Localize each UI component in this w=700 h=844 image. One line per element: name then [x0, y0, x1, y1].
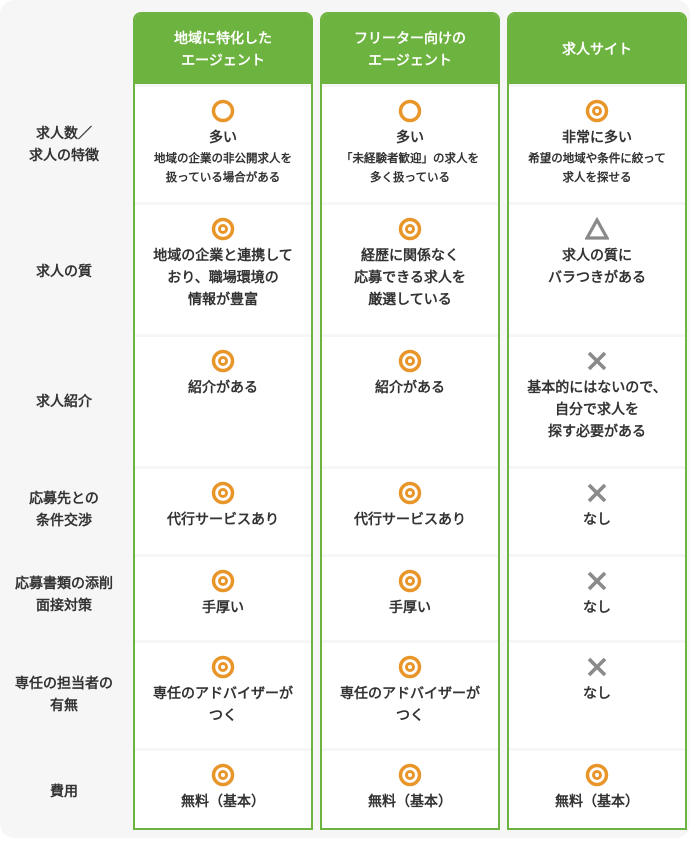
- cell-main-text: 代行サービスあり: [167, 512, 279, 528]
- table-cell: なし: [509, 466, 685, 554]
- comparison-table: 求人数／ 求人の特徴求人の質求人紹介応募先との 条件交渉応募書類の添削 面接対策…: [15, 12, 687, 830]
- double-circle-icon: [211, 481, 235, 505]
- table-cell: 紹介がある: [322, 334, 498, 466]
- cell-main-text: 地域の企業と連携して おり、職場環境の 情報が豊富: [153, 248, 293, 308]
- cell-main-text: 紹介がある: [375, 380, 445, 396]
- row-label: 求人数／ 求人の特徴: [29, 126, 99, 164]
- double-circle-icon: [211, 217, 235, 241]
- row-label: 求人紹介: [36, 394, 92, 410]
- double-circle-icon: [585, 99, 609, 123]
- cell-main-text: 多い: [209, 130, 237, 146]
- cell-main-text: 求人の質に バラつきがある: [548, 248, 646, 286]
- cell-sub-text: 希望の地域や条件に絞って 求人を探せる: [528, 151, 666, 184]
- cross-icon: [585, 349, 609, 373]
- double-circle-icon: [211, 349, 235, 373]
- double-circle-icon: [398, 763, 422, 787]
- cell-main-text: 専任のアドバイザーが つく: [340, 686, 480, 724]
- row-label: 専任の担当者の 有無: [15, 676, 113, 714]
- cell-main-text: 専任のアドバイザーが つく: [153, 686, 293, 724]
- column-header: 地域に特化した エージェント: [135, 14, 311, 86]
- column-2: フリーター向けの エージェント多い「未経験者歓迎」の求人を 多く扱っている経歴に…: [320, 12, 500, 830]
- column-1: 地域に特化した エージェント多い地域の企業の非公開求人を 扱っている場合がある地…: [133, 12, 313, 830]
- table-cell: 専任のアドバイザーが つく: [322, 640, 498, 748]
- table-cell: なし: [509, 554, 685, 640]
- table-cell: 手厚い: [135, 554, 311, 640]
- double-circle-icon: [211, 569, 235, 593]
- table-cell: 多い地域の企業の非公開求人を 扱っている場合がある: [135, 84, 311, 202]
- cell-main-text: 多い: [396, 130, 424, 146]
- table-cell: 地域の企業と連携して おり、職場環境の 情報が豊富: [135, 202, 311, 334]
- double-circle-icon: [398, 569, 422, 593]
- cell-main-text: なし: [583, 600, 611, 616]
- cell-main-text: 手厚い: [389, 600, 431, 616]
- double-circle-icon: [398, 217, 422, 241]
- cell-main-text: 手厚い: [202, 600, 244, 616]
- cell-main-text: 非常に多い: [562, 130, 632, 146]
- triangle-icon: [584, 216, 610, 241]
- cell-sub-text: 「未経験者歓迎」の求人を 多く扱っている: [341, 151, 479, 184]
- column-header: 求人サイト: [509, 14, 685, 86]
- table-cell: 代行サービスあり: [135, 466, 311, 554]
- cross-icon: [585, 569, 609, 593]
- cell-main-text: 紹介がある: [188, 380, 258, 396]
- table-cell: 求人の質に バラつきがある: [509, 202, 685, 334]
- table-cell: 基本的にはないので、 自分で求人を 探す必要がある: [509, 334, 685, 466]
- double-circle-icon: [398, 655, 422, 679]
- row-label: 応募先との 条件交渉: [29, 491, 99, 529]
- double-circle-icon: [211, 763, 235, 787]
- cell-main-text: 無料（基本）: [368, 794, 452, 810]
- circle-icon: [211, 99, 235, 123]
- column-header: フリーター向けの エージェント: [322, 14, 498, 86]
- table-cell: 無料（基本）: [322, 748, 498, 828]
- row-label: 求人の質: [36, 264, 92, 280]
- cell-main-text: 経歴に関係なく 応募できる求人を 厳選している: [354, 248, 466, 308]
- cell-sub-text: 地域の企業の非公開求人を 扱っている場合がある: [154, 151, 292, 184]
- cross-icon: [585, 481, 609, 505]
- cell-main-text: なし: [583, 686, 611, 702]
- row-label: 応募書類の添削 面接対策: [15, 576, 113, 614]
- table-cell: 代行サービスあり: [322, 466, 498, 554]
- table-cell: 無料（基本）: [509, 748, 685, 828]
- cell-main-text: なし: [583, 512, 611, 528]
- table-cell: 経歴に関係なく 応募できる求人を 厳選している: [322, 202, 498, 334]
- table-cell: 多い「未経験者歓迎」の求人を 多く扱っている: [322, 84, 498, 202]
- double-circle-icon: [398, 481, 422, 505]
- circle-icon: [398, 99, 422, 123]
- double-circle-icon: [585, 763, 609, 787]
- table-cell: 無料（基本）: [135, 748, 311, 828]
- row-label: 費用: [50, 784, 78, 800]
- double-circle-icon: [398, 349, 422, 373]
- cell-main-text: 基本的にはないので、 自分で求人を 探す必要がある: [527, 380, 667, 440]
- double-circle-icon: [211, 655, 235, 679]
- cell-main-text: 代行サービスあり: [354, 512, 466, 528]
- table-cell: 専任のアドバイザーが つく: [135, 640, 311, 748]
- cross-icon: [585, 655, 609, 679]
- table-cell: 非常に多い希望の地域や条件に絞って 求人を探せる: [509, 84, 685, 202]
- column-3: 求人サイト非常に多い希望の地域や条件に絞って 求人を探せる求人の質に バラつきが…: [507, 12, 687, 830]
- table-cell: 手厚い: [322, 554, 498, 640]
- table-cell: なし: [509, 640, 685, 748]
- table-cell: 紹介がある: [135, 334, 311, 466]
- cell-main-text: 無料（基本）: [181, 794, 265, 810]
- cell-main-text: 無料（基本）: [555, 794, 639, 810]
